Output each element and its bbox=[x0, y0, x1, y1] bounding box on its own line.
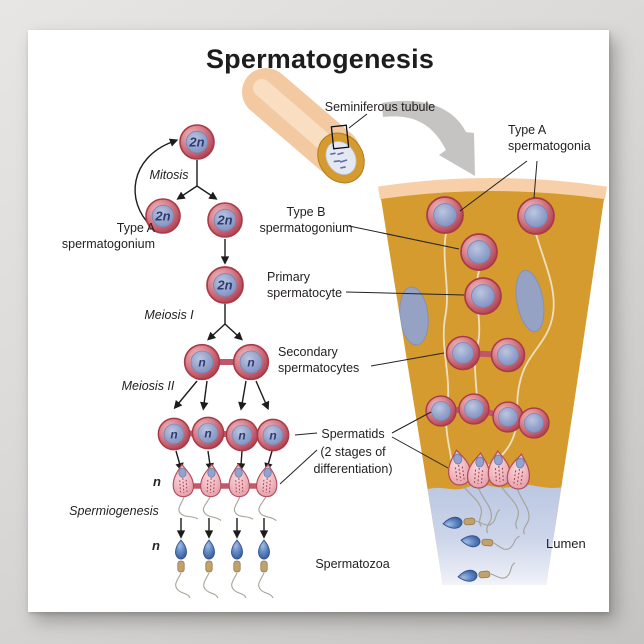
type-a-spermatogonia-line2: spermatogonia bbox=[508, 139, 591, 153]
mitosis-label: Mitosis bbox=[149, 168, 189, 182]
ploidy-label: n bbox=[204, 427, 211, 441]
spermatids-line3: differentiation) bbox=[313, 462, 393, 476]
ploidy-label: 2n bbox=[154, 209, 170, 224]
tubule-lumen-sperm-marks bbox=[330, 151, 348, 169]
spermatids-label: Spermatids (2 stages of differentiation) bbox=[303, 426, 403, 479]
sertoli-nucleus-blob bbox=[515, 269, 545, 333]
spermatozoa-row bbox=[174, 539, 274, 599]
sertoli-nucleus-blob bbox=[399, 286, 429, 346]
primary-spermatocyte-label: Primary spermatocyte bbox=[267, 269, 357, 301]
ploidy-label: n bbox=[238, 429, 245, 443]
primary-line2: spermatocyte bbox=[267, 286, 343, 300]
secondary-line1: Secondary bbox=[278, 345, 338, 359]
secondary-line2: spermatocytes bbox=[278, 361, 360, 375]
type-b-spermatogonium-label: Type B spermatogonium bbox=[251, 204, 361, 236]
ploidy-label: n bbox=[269, 429, 276, 443]
haploid-flag-spermatozoa: n bbox=[152, 538, 160, 553]
flow-cells: 2n 2n 2n 2n n n n n n n bbox=[145, 124, 290, 452]
ploidy-label: 2n bbox=[216, 278, 232, 293]
tubule-outer-rim bbox=[378, 178, 607, 200]
wedge-late-spermatids bbox=[445, 448, 534, 536]
page-title: Spermatogenesis bbox=[205, 44, 435, 74]
meiosis-1-label: Meiosis I bbox=[144, 308, 194, 322]
tubule-wall bbox=[381, 191, 604, 585]
spermiogenesis-label: Spermiogenesis bbox=[69, 504, 159, 518]
spermatid-row bbox=[171, 463, 279, 522]
flow-arrows bbox=[134, 138, 273, 539]
magnifier-arrow-icon bbox=[382, 100, 475, 176]
type-a-spermatogonium-label: Type A spermatogonium bbox=[45, 220, 155, 252]
ploidy-label: n bbox=[170, 428, 177, 442]
type-a-spermatogonia-line1: Type A bbox=[508, 123, 547, 137]
seminiferous-tubule-illustration bbox=[242, 68, 365, 184]
callout-lines bbox=[279, 113, 538, 485]
tubule-wall-wedge bbox=[378, 178, 607, 585]
seminiferous-tubule-label: Seminiferous tubule bbox=[324, 100, 436, 114]
wedge-cells bbox=[425, 196, 555, 439]
lumen-label: Lumen bbox=[546, 536, 586, 551]
meiosis-2-label: Meiosis II bbox=[121, 379, 175, 393]
magnified-section-box bbox=[330, 124, 350, 150]
secondary-spermatocytes-label: Secondary spermatocytes bbox=[278, 344, 373, 376]
type-a-spermatogonia-label: Type A spermatogonia bbox=[508, 122, 598, 154]
ploidy-label: 2n bbox=[188, 135, 204, 150]
ploidy-label: 2n bbox=[216, 213, 232, 228]
type-b-line2: spermatogonium bbox=[259, 221, 353, 235]
ploidy-label: n bbox=[198, 356, 205, 370]
lumen-region bbox=[415, 484, 562, 585]
type-b-line1: Type B bbox=[286, 205, 326, 219]
spermatids-line1: Spermatids bbox=[321, 427, 385, 441]
spermatids-line2: (2 stages of bbox=[320, 444, 386, 459]
ploidy-label: n bbox=[247, 356, 254, 370]
primary-line1: Primary bbox=[267, 270, 311, 284]
haploid-flag-spermatids: n bbox=[153, 474, 161, 489]
spermatozoa-label: Spermatozoa bbox=[315, 557, 390, 571]
type-a-spermatogonium-line2: spermatogonium bbox=[61, 237, 155, 251]
type-a-spermatogonium-line1: Type A bbox=[116, 221, 155, 235]
